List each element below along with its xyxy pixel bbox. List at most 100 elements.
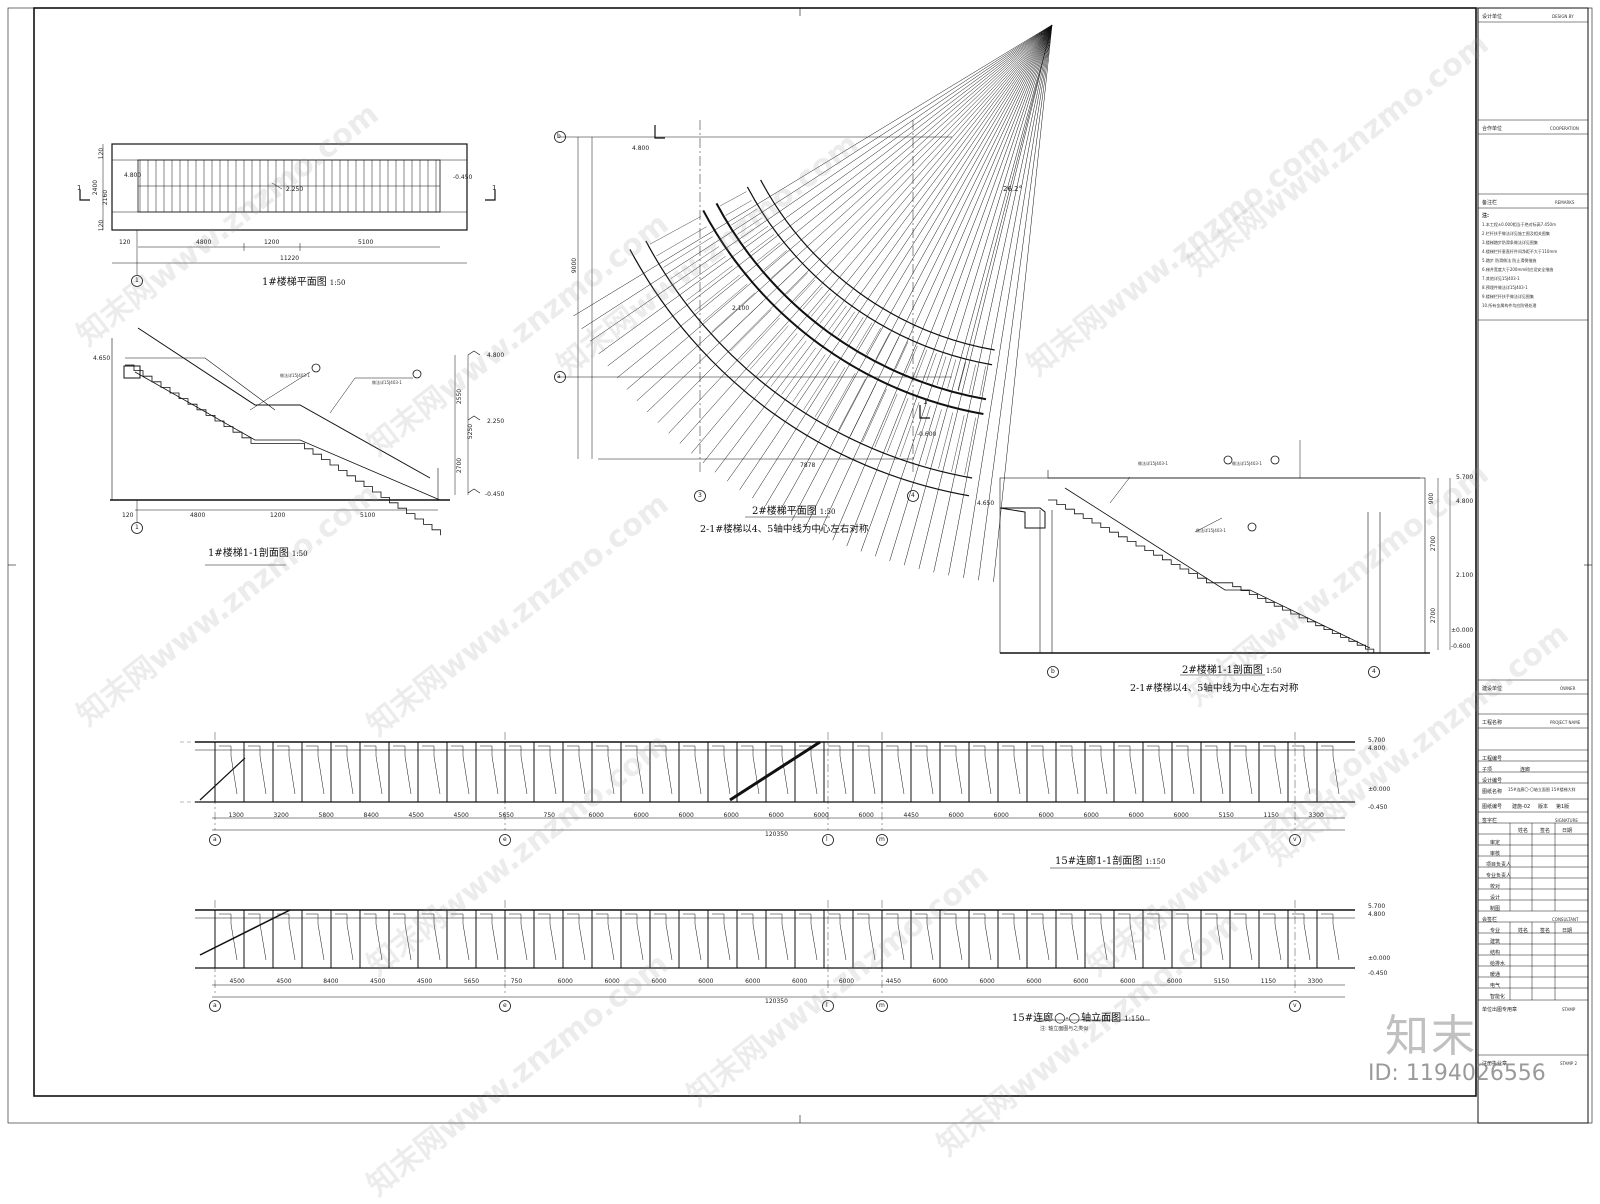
tb-note: 2.栏杆扶手做法详见施工图及相关图集 (1482, 231, 1550, 236)
drawing-canvas (7, 7, 1593, 1124)
bracket-line (1089, 913, 1108, 961)
dim: 4800 (196, 239, 212, 246)
dim: 3300 (1307, 978, 1323, 985)
bracket-line (886, 745, 905, 795)
dim: 6000 (838, 978, 855, 985)
stair-tread (763, 250, 787, 270)
elev: ±0.000 (1368, 786, 1391, 793)
tb-en: STAMP 2 (1560, 1061, 1578, 1066)
stair-tread (947, 359, 957, 389)
stair-tread (678, 256, 726, 290)
tb-row: 校对 (1490, 884, 1501, 890)
radial-ray (679, 24, 1053, 444)
stair2-plan-drawing (554, 24, 1053, 582)
tb-note: 9.楼梯栏杆扶手做法详见图集 (1482, 294, 1534, 299)
radial-ray (846, 24, 1053, 547)
radial-ray (714, 24, 1053, 473)
bracket-line (219, 913, 238, 961)
dim: 6000 (993, 812, 1009, 819)
tb-row: 签字栏 (1482, 818, 1498, 824)
stair-tread (794, 279, 816, 302)
stair-arc (645, 240, 973, 479)
bracket-line (828, 745, 847, 795)
dim: 900 (1428, 492, 1436, 505)
elev: 4.800 (124, 172, 142, 179)
axis-label: v (1293, 836, 1297, 843)
stair-tread (938, 412, 953, 469)
axis-label: 3 (698, 492, 702, 499)
elev: -0.450 (1368, 970, 1388, 977)
bracket-line (712, 745, 731, 795)
corridor-section-drawing (180, 732, 1355, 869)
radial-ray (607, 24, 1053, 367)
tb-row: 合作单位 (1482, 126, 1503, 132)
bracket-line (886, 913, 905, 961)
dim: 6000 (557, 978, 573, 985)
tb-sub-item: 连廊 (1520, 767, 1531, 773)
radial-ray (804, 24, 1053, 528)
dim: 5150 (1213, 978, 1230, 985)
bracket-line (1205, 913, 1224, 961)
dim: 4500 (276, 978, 292, 985)
tb-sheet-name: 15#连廊〇-〇轴立面图 15#楼梯大样 (1508, 787, 1576, 792)
dim: 5150 (1218, 812, 1234, 819)
callout-text: 做法详15J403-1 (280, 373, 310, 378)
radial-ray (581, 24, 1053, 329)
stair-tread (875, 332, 890, 360)
tb-row: 审核 (1490, 851, 1501, 857)
bracket-line (596, 913, 615, 961)
bracket-line (1292, 913, 1311, 961)
dim: 6000 (1128, 812, 1144, 819)
bracket-line (509, 745, 528, 795)
dim: 750 (543, 812, 555, 819)
tb-row: 专业负责人 (1486, 873, 1512, 879)
tb-row: 电气 (1490, 983, 1501, 989)
tb-col: 姓名 (1518, 928, 1529, 934)
stair-tread (731, 209, 757, 226)
dim: 1300 (228, 812, 244, 819)
tb-col: 签名 (1540, 928, 1551, 934)
stair-tread (802, 286, 823, 310)
dim: 4500 (229, 978, 245, 985)
dim: 8400 (363, 812, 379, 819)
dim: 6000 (791, 978, 808, 985)
title-block-frame (1477, 7, 1589, 1124)
dim: 2160 (102, 189, 110, 206)
axis-label: a (213, 836, 217, 843)
dim: 2700 (456, 457, 464, 474)
dim: 1200 (270, 512, 286, 519)
bracket-line (451, 913, 470, 961)
cut-label: 1 (923, 398, 928, 406)
radial-ray (589, 24, 1053, 342)
radial-ray (957, 24, 1053, 391)
radial-ray (765, 24, 1053, 507)
bracket-line (248, 913, 267, 961)
radial-ray (691, 24, 1053, 454)
axis-label: a (557, 373, 561, 380)
stair2-section-note: 2-1#楼梯以4、5轴中线为中心左右对称 (1130, 683, 1299, 694)
stair-tread (760, 333, 798, 379)
bracket-line (393, 913, 412, 961)
dim: 6000 (698, 978, 714, 985)
dim: 5800 (318, 812, 334, 819)
dim: 6000 (1038, 812, 1054, 819)
radial-ray (918, 24, 1053, 570)
stair-tread (781, 347, 816, 395)
image-id: ID: 1194026556 (1368, 1061, 1546, 1086)
callout-text: 做法详15J403-1 (1138, 461, 1168, 466)
stair-tread (850, 384, 877, 437)
dim: 6000 (1026, 978, 1042, 985)
stair-tread (814, 367, 846, 418)
tb-en: CONSULTANT (1552, 917, 1579, 922)
stair2-section-drawing (999, 440, 1451, 678)
radial-ray (739, 24, 1053, 490)
bracket-line (944, 913, 963, 961)
axis-label: l (826, 836, 828, 843)
bracket-line (1263, 745, 1282, 795)
tb-row: 结构 (1490, 950, 1501, 956)
stair-tread (725, 200, 752, 216)
bracket-line (480, 913, 499, 961)
axis-label: v (1293, 1002, 1297, 1009)
bracket-line (625, 745, 644, 795)
elev: -0.450 (485, 491, 505, 498)
